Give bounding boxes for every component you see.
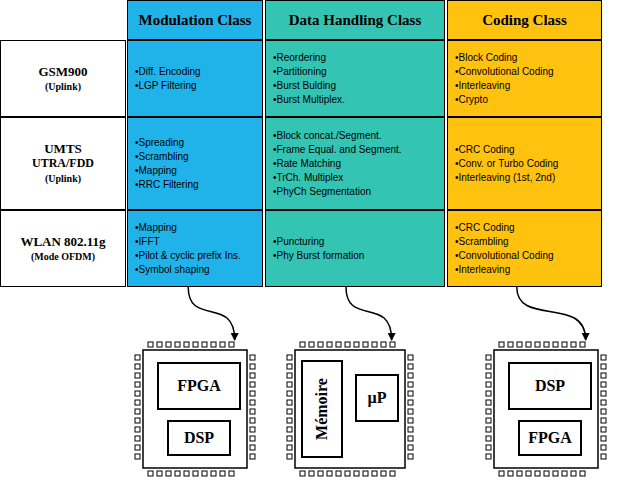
table-cell: •Block concat./Segment.•Frame Equal. and… [265,117,445,210]
mapping-arrow [188,287,234,340]
bullet-item: •Phy Burst formation [273,249,440,263]
bullet-item: •IFFT [135,235,258,249]
table-cell: •Puncturing•Phy Burst formation [265,210,445,287]
bullet-item: •Convolutional Coding [455,249,597,263]
chip-component: DSP [508,362,592,410]
bullet-item: •CRC Coding [455,221,597,235]
bullet-item: •Symbol shaping [135,263,258,277]
bullet-item: •Crypto [455,93,597,107]
column-header: Data Handling Class [265,0,445,40]
bullet-item: •Interleaving [455,263,597,277]
row-header: UMTSUTRA/FDD(Uplink) [0,117,126,210]
bullet-item: •Puncturing [273,235,440,249]
component-label: DSP [184,429,214,447]
bullet-item: •Block Coding [455,51,597,65]
table-cell: •Reordering•Partitioning•Burst Bulding•B… [265,40,445,117]
standard-detail: (Uplink) [45,171,81,186]
table-cell: •CRC Coding•Conv. or Turbo Coding•Interl… [447,117,602,210]
chip-component: FPGA [157,362,241,410]
bullet-item: •Mapping [135,221,258,235]
standard-name: UMTS [44,141,82,156]
chip-package: FPGA DSP [133,340,257,478]
bullet-item: •Frame Equal. and Segment. [273,143,440,157]
column-header: Modulation Class [127,0,263,40]
class-title: Data Handling Class [289,12,422,29]
chip-component: Mémoire [301,360,343,458]
bullet-item: •Burst Bulding [273,79,440,93]
standard-detail: (Uplink) [45,79,81,94]
component-label: FPGA [177,377,221,395]
bullet-item: •Pilot & cyclic prefix Ins. [135,249,258,263]
table-cell: •CRC Coding•Scrambling•Convolutional Cod… [447,210,602,287]
bullet-item: •Diff. Encoding [135,65,258,79]
component-label: FPGA [528,429,572,447]
chip-package: Mémoire µP [285,340,415,478]
row-header: WLAN 802.11g(Mode OFDM) [0,210,126,287]
column-header: Coding Class [447,0,602,40]
bullet-item: •Mapping [135,164,258,178]
row-header: GSM900(Uplink) [0,40,126,117]
table-cell: •Diff. Encoding•LGP Filtering [127,40,263,117]
chip-component: µP [355,374,399,422]
bullet-item: •Interleaving [455,79,597,93]
mapping-arrow [346,287,392,340]
bullet-item: •Reordering [273,51,440,65]
component-label: DSP [535,377,565,395]
bullet-item: •Burst Multiplex. [273,93,440,107]
bullet-item: •Block concat./Segment. [273,129,440,143]
bullet-item: •Partitioning [273,65,440,79]
bullet-item: •Spreading [135,136,258,150]
component-label: Mémoire [313,378,331,440]
bullet-item: •Scrambling [135,150,258,164]
bullet-item: •RRC Filtering [135,178,258,192]
chip-package: DSP FPGA [484,340,608,478]
bullet-item: •Convolutional Coding [455,65,597,79]
bullet-item: •TrCh. Multiplex [273,171,440,185]
table-cell: •Spreading•Scrambling•Mapping•RRC Filter… [127,117,263,210]
standard-detail: UTRA/FDD [32,156,94,171]
class-title: Modulation Class [139,12,252,29]
standard-name: WLAN 802.11g [20,234,105,249]
chip-component: FPGA [518,420,582,456]
class-title: Coding Class [482,12,567,29]
bullet-item: •Interleaving (1st, 2nd) [455,171,597,185]
bullet-item: •CRC Coding [455,143,597,157]
chip-component: DSP [167,420,231,456]
bullet-item: •Conv. or Turbo Coding [455,157,597,171]
standard-name: GSM900 [38,64,87,79]
component-label: µP [368,389,387,407]
bullet-item: •PhyCh Segmentation [273,185,440,199]
bullet-item: •Rate Matching [273,157,440,171]
standard-detail: (Mode OFDM) [31,249,95,264]
bullet-item: •Scrambling [455,235,597,249]
bullet-item: •LGP Filtering [135,79,258,93]
table-cell: •Mapping•IFFT•Pilot & cyclic prefix Ins.… [127,210,263,287]
table-cell: •Block Coding•Convolutional Coding•Inter… [447,40,602,117]
mapping-arrow [517,287,586,340]
